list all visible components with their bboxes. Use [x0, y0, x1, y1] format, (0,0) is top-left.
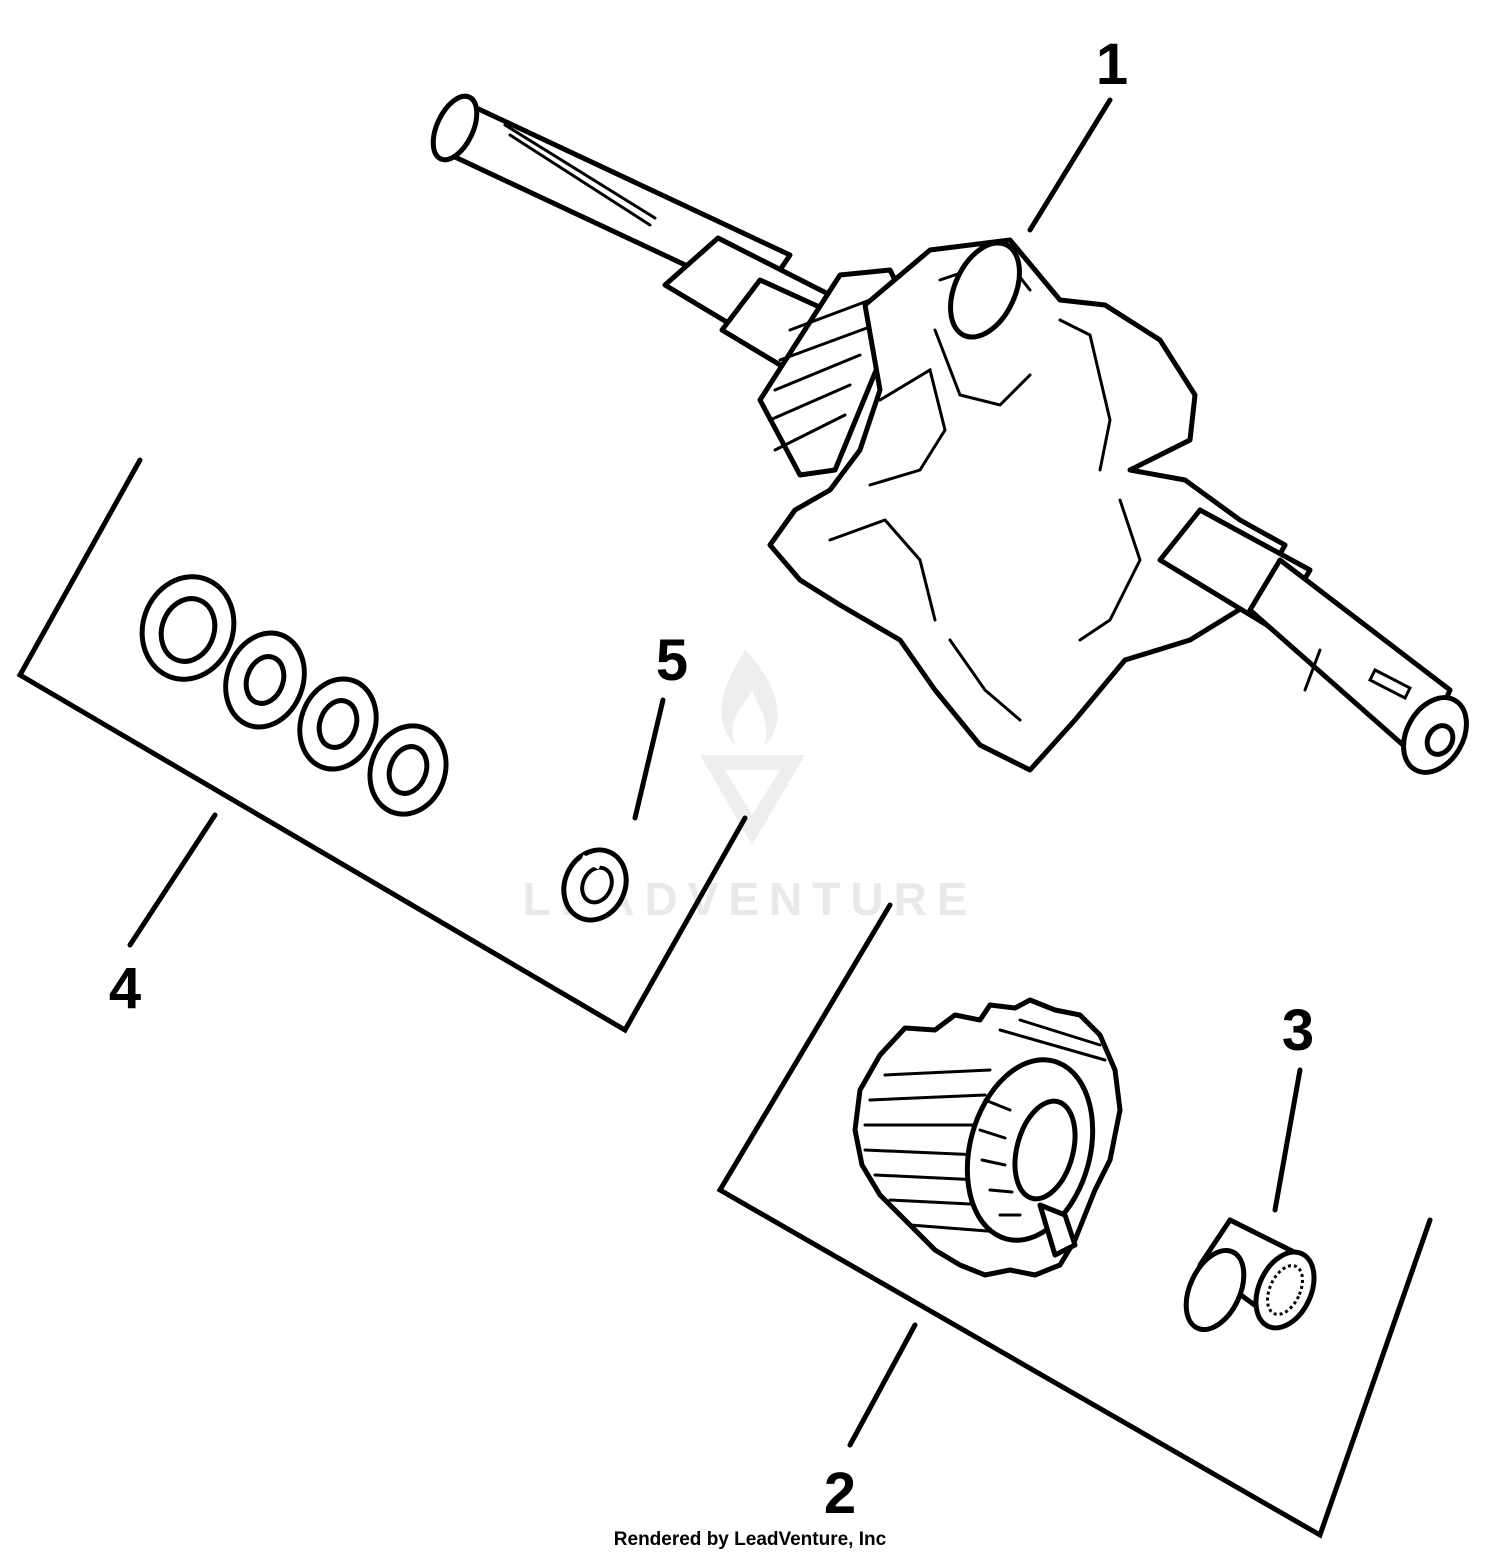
gear-icon: [852, 997, 1123, 1278]
shim-washer-icon: [139, 574, 449, 817]
bracket-2: [716, 902, 1433, 1539]
bracket-4: [16, 457, 748, 1034]
callout-3: 3: [1282, 998, 1314, 1063]
callout-4: 4: [109, 956, 141, 1021]
rendered-by-credit: Rendered by LeadVenture, Inc: [614, 1529, 887, 1550]
crankshaft-icon: [430, 93, 1469, 775]
needle-bearing-icon: [1183, 1217, 1317, 1333]
leader-line-3: [1272, 1067, 1303, 1213]
snap-ring-icon: [561, 847, 629, 923]
watermark-logo-icon: [700, 650, 805, 845]
callout-5: 5: [656, 628, 688, 693]
callout-1: 1: [1096, 32, 1128, 97]
leader-line-2: [847, 1322, 918, 1448]
leader-line-5: [632, 697, 666, 821]
callout-2: 2: [824, 1461, 856, 1526]
leader-line-4: [127, 812, 218, 948]
leader-line-1: [1027, 97, 1113, 233]
